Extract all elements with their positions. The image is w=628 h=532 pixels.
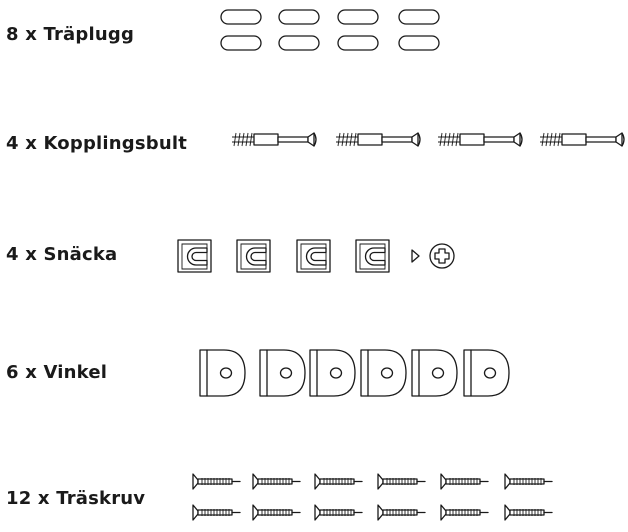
angle-bracket-icon	[199, 349, 246, 397]
wood-screw-group	[190, 472, 580, 532]
angle-bracket-icon	[463, 349, 510, 397]
wood-screw-icon	[314, 473, 363, 490]
connector-bolt-group	[230, 128, 628, 154]
cam-lock-group	[176, 236, 496, 276]
cam-lock-icon	[236, 239, 271, 273]
connector-bolt-icon	[437, 132, 523, 147]
wood-screw-icon	[192, 473, 241, 490]
wood-screw-icon	[504, 504, 553, 521]
dowel-icon	[221, 10, 261, 24]
connector-bolt-icon	[231, 132, 317, 147]
dowel-icon	[399, 10, 439, 24]
dowel-icon	[399, 36, 439, 50]
wood-screw-icon	[377, 473, 426, 490]
part-label-traplugg: 8 x Träplugg	[6, 24, 135, 45]
cam-lock-icon	[296, 239, 331, 273]
arrow-right-icon	[412, 250, 419, 262]
wood-screw-icon	[252, 504, 301, 521]
wood-screw-icon	[504, 473, 553, 490]
dowel-group	[217, 2, 457, 62]
angle-bracket-icons	[199, 349, 510, 397]
angle-bracket-icon	[309, 349, 356, 397]
part-label-vinkel: 6 x Vinkel	[6, 362, 108, 383]
angle-bracket-icon	[360, 349, 407, 397]
wood-screw-icon	[192, 504, 241, 521]
wood-screw-icon	[440, 473, 489, 490]
dowel-icon	[338, 36, 378, 50]
dowel-icon	[279, 10, 319, 24]
connector-bolt-icon	[335, 132, 421, 147]
part-label-kopplingsbult: 4 x Kopplingsbult	[6, 133, 188, 154]
wood-screw-icons	[192, 473, 553, 521]
cam-lock-icons	[177, 239, 496, 273]
connector-bolt-icon	[539, 132, 625, 147]
connector-bolt-icons	[231, 132, 625, 147]
dowel-icon	[338, 10, 378, 24]
dowel-icons	[217, 2, 457, 62]
angle-bracket-icon	[411, 349, 458, 397]
angle-bracket-icon	[259, 349, 306, 397]
wood-screw-icon	[314, 504, 363, 521]
dowel-icon	[221, 36, 261, 50]
phillips-screwdriver-icon	[430, 244, 454, 268]
dowel-icon	[279, 36, 319, 50]
wood-screw-icon	[252, 473, 301, 490]
angle-bracket-group	[199, 347, 600, 399]
cam-lock-icon	[177, 239, 212, 273]
wood-screw-icon	[440, 504, 489, 521]
part-label-snacka: 4 x Snäcka	[6, 244, 118, 265]
wood-screw-icon	[377, 504, 426, 521]
part-label-traskruv: 12 x Träskruv	[6, 488, 146, 509]
cam-lock-icon	[355, 239, 390, 273]
